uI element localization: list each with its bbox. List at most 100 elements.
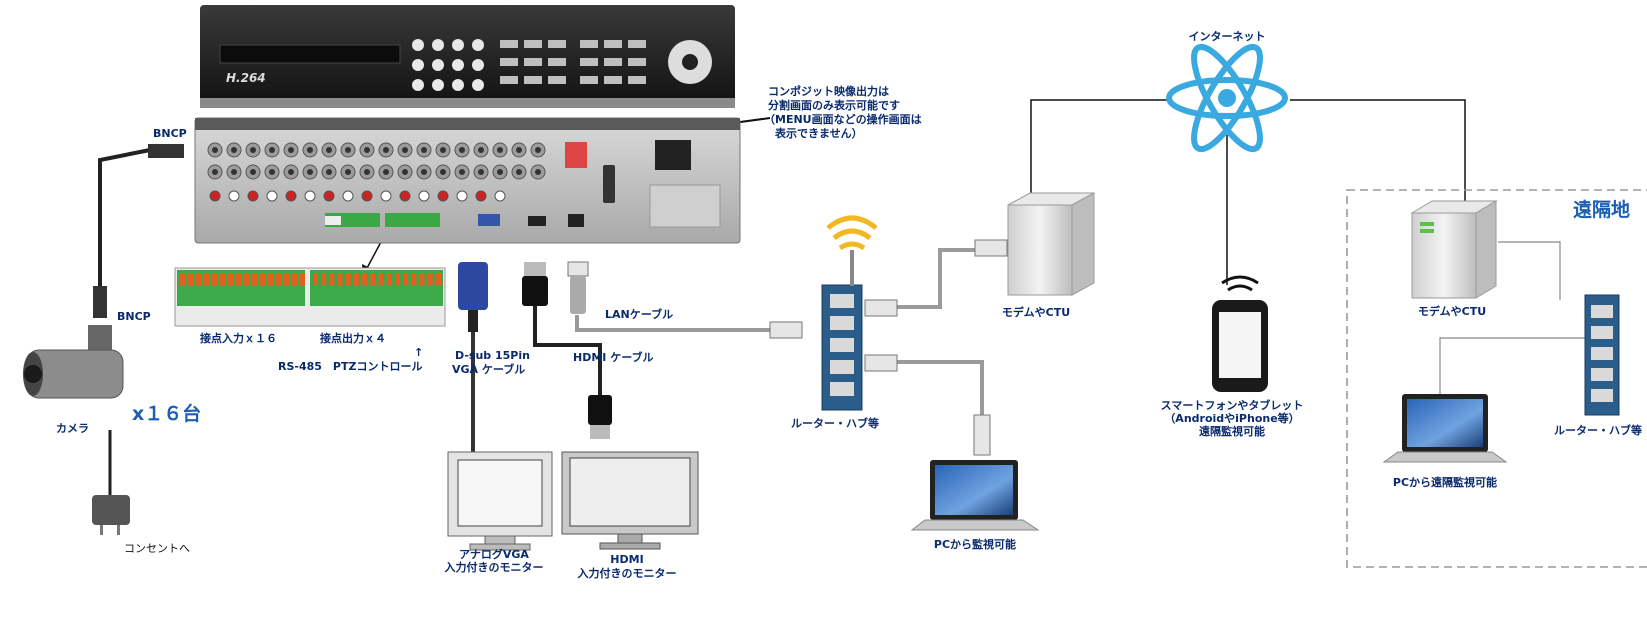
remote-modem-router-line [1498,241,1561,300]
internet-label: インターネット [1189,30,1266,43]
terminal-pin [220,273,225,285]
terminal-pin [403,273,409,285]
bnc-port-center [212,147,218,153]
bnc-port-center [402,147,408,153]
bnc-port-center [345,169,351,175]
terminal-pin [180,273,185,285]
terminal-arrow [365,239,383,271]
rca-port [361,190,373,202]
svg-text:遠隔監視可能: 遠隔監視可能 [1199,424,1265,438]
terminal-pin [313,273,318,285]
rca-port [475,190,487,202]
terminal-pin [370,273,376,285]
bnc-port-center [459,169,465,175]
router-port [1591,305,1613,318]
terminal-pin [419,273,425,285]
router-port [830,360,854,374]
svg-text:入力付きのモニター: 入力付きのモニター [445,560,544,574]
router-hub-icon [1584,294,1620,416]
router-port [1591,389,1613,402]
terminal-pin [276,273,281,285]
outlet-label: コンセントへ [124,542,190,555]
rs485-label: RS-485 PTZコントロール [278,360,422,373]
bnc-port-center [478,147,484,153]
bnc-port-center [383,147,389,153]
terminal-pin [386,273,392,285]
bnc-port-center [288,169,294,175]
svg-text:（AndroidやiPhone等）: （AndroidやiPhone等） [1164,411,1299,425]
camera-icon [23,325,124,399]
rca-port [266,190,278,202]
terminal-pin [236,273,241,285]
bnc-port-center [478,169,484,175]
terminal-pin [321,273,327,285]
terminal-pin [252,273,257,285]
bnc-port-center [421,147,427,153]
bnc-port-center [326,169,332,175]
hdmi-cable-label: HDMI ケーブル [573,350,654,364]
crt-monitor-icon [447,451,553,551]
terminal-pin [436,273,441,285]
terminal-pin [300,273,305,285]
bnc-port-center [535,169,541,175]
router-hub-icon [821,284,863,411]
terminal-pin [292,273,297,285]
fan-grill [649,184,721,228]
lan-port [568,214,584,227]
modem-local-label: モデムやCTU [1002,305,1070,319]
remote-area-label: 遠隔地 [1573,198,1630,221]
dvr-front-icon: H.264 [200,5,735,108]
terminal-pin [228,273,233,285]
rca-port [418,190,430,202]
svg-text:VGA ケーブル: VGA ケーブル [452,362,525,376]
power-adapter-icon [92,495,130,535]
smartphone-icon [1212,275,1268,392]
router-port [1591,347,1613,360]
internet-remote-line [1290,99,1466,205]
bnc-port-center [326,147,332,153]
lan-cable [575,315,780,332]
rca-port [247,190,259,202]
rca-port [228,190,240,202]
bnc-port-center [307,147,313,153]
rj45-connector-icon [567,239,1008,456]
terminal-pin [395,273,400,285]
router-port [830,294,854,308]
dip-switch [565,142,587,168]
esata-port [603,165,615,203]
terminal-pin [354,273,359,285]
bnc-port-center [269,169,275,175]
rca-port [437,190,449,202]
modem-tower-icon [1007,192,1498,299]
bnc-port-center [535,147,541,153]
dvr-brand: H.264 [226,71,266,85]
router-local-label: ルーター・ハブ等 [791,416,879,430]
internet-atom-icon [1166,43,1288,153]
terminal-pin [337,273,343,285]
pc-local-label: PCから監視可能 [934,537,1016,551]
hdmi-monitor-label: HDMI 入力付きのモニター [578,553,677,580]
terminal-pin [284,273,289,285]
terminal-pin [411,273,417,285]
terminal-pin [427,273,433,285]
terminal-block-icon [174,267,446,327]
bnc-port-center [307,169,313,175]
svg-text:HDMI: HDMI [610,553,643,566]
modem-remote-label: モデムやCTU [1418,304,1486,318]
svg-text:D-sub 15Pin: D-sub 15Pin [455,349,530,362]
router-port [830,382,854,396]
bnc-connector-icon [93,144,184,318]
hdmi-port [528,216,546,226]
bnc-port-center [231,147,237,153]
svg-text:分割画面のみ表示可能です: 分割画面のみ表示可能です [768,98,900,112]
rca-port [380,190,392,202]
bnc-port-center [497,169,503,175]
rca-port [494,190,506,202]
svg-text:入力付きのモニター: 入力付きのモニター [578,566,677,580]
hdmi-connector-icon [522,262,612,439]
terminal-pin [345,273,351,285]
remote-area-box [1346,189,1647,568]
rca-port [209,190,221,202]
bnc-port-center [288,147,294,153]
